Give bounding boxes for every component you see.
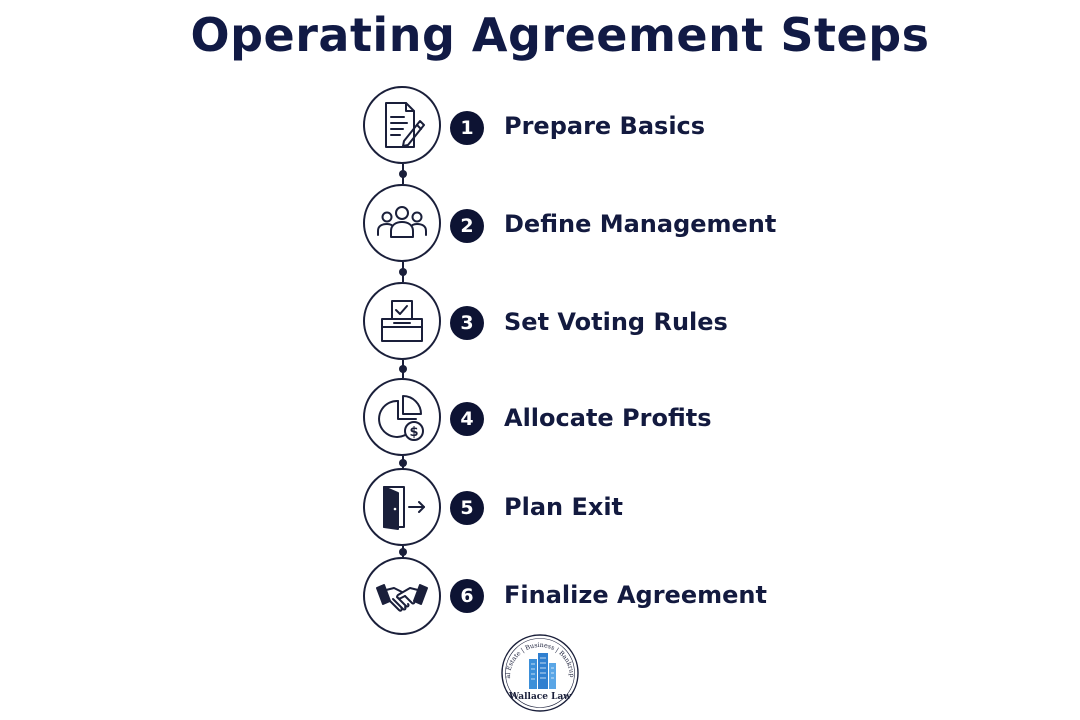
step-icon-circle (363, 557, 441, 635)
step-label: Set Voting Rules (504, 308, 728, 336)
step-number-badge: 6 (450, 579, 484, 613)
timeline-dot (399, 268, 407, 276)
logo-name: Wallace Law (508, 692, 571, 702)
timeline-dot (399, 548, 407, 556)
step-number-badge: 3 (450, 306, 484, 340)
step-number-badge: 4 (450, 402, 484, 436)
timeline-dot (399, 170, 407, 178)
timeline-dot (399, 459, 407, 467)
step-number-badge: 2 (450, 209, 484, 243)
ballot-box-icon (381, 300, 423, 342)
pie-chart-dollar-icon: $ (378, 395, 424, 441)
document-pen-icon (385, 102, 425, 148)
page-title: Operating Agreement Steps (190, 8, 930, 62)
step-label: Plan Exit (504, 493, 624, 521)
timeline-dot (399, 365, 407, 373)
step-label: Allocate Profits (504, 404, 712, 432)
step-icon-circle (363, 282, 441, 360)
step-label: Prepare Basics (504, 112, 706, 140)
svg-text:$: $ (409, 425, 418, 440)
step-number-badge: 1 (450, 111, 484, 145)
step-icon-circle (363, 86, 441, 164)
step-label: Define Management (504, 210, 777, 238)
door-exit-icon (383, 486, 425, 530)
handshake-icon (376, 584, 428, 612)
step-icon-circle (363, 184, 441, 262)
step-number-badge: 5 (450, 491, 484, 525)
step-icon-circle: $ (363, 378, 441, 456)
step-icon-circle (363, 468, 441, 546)
team-icon (377, 206, 427, 238)
wallace-law-logo: Real Estate | Business | Bankruptcy Wall… (496, 633, 579, 712)
step-label: Finalize Agreement (504, 581, 767, 609)
